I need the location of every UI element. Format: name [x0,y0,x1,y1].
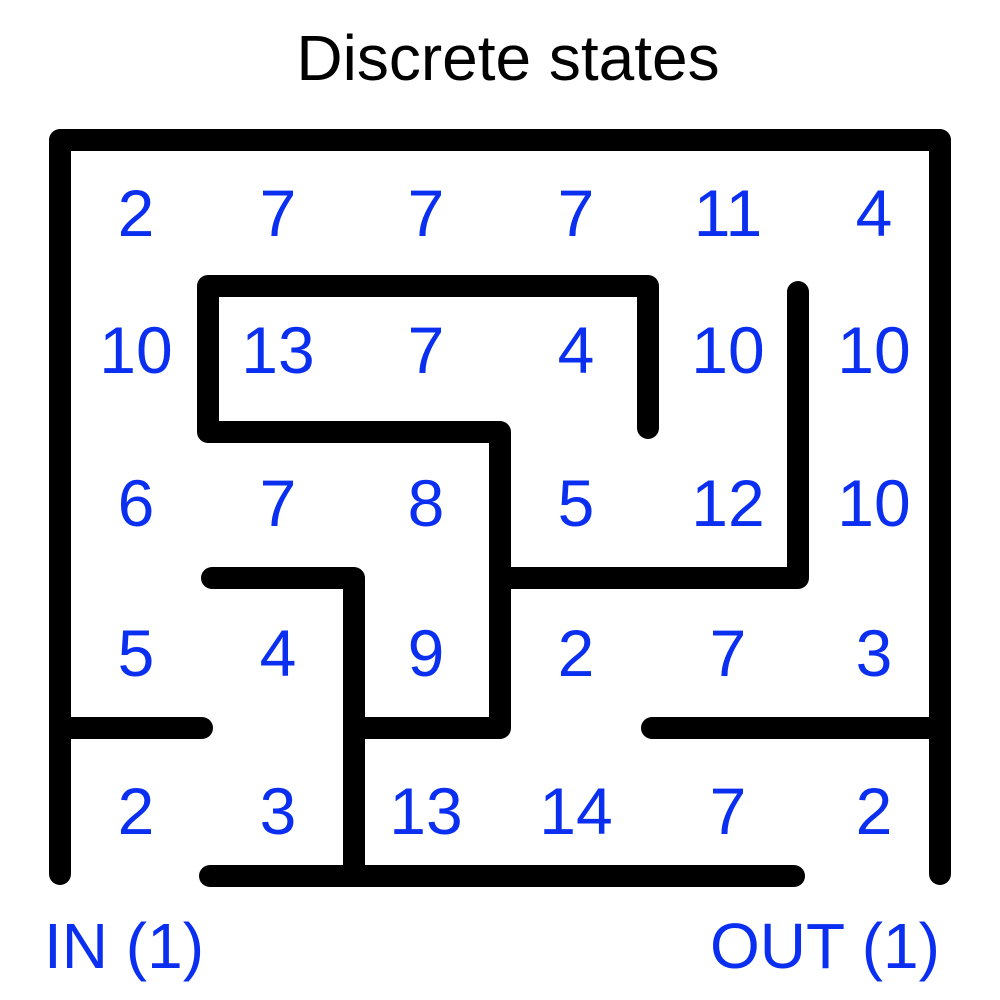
inner-wall-right-hook [495,281,809,589]
cell-label-r4-c3: 9 [408,616,445,690]
figure-title: Discrete states [296,22,719,94]
outer-wall-left-top-right [49,129,951,885]
cell-label-r3-c2: 7 [260,466,297,540]
maze-walls [49,129,951,887]
cell-label-r2-c5: 10 [691,313,764,387]
cell-label-r2-c1: 10 [99,313,172,387]
cell-label-r4-c5: 7 [710,616,747,690]
cell-label-r1-c3: 7 [408,176,445,250]
cell-label-r1-c5: 11 [694,176,763,250]
cell-label-r1-c4: 7 [558,176,595,250]
cell-label-r2-c4: 4 [558,313,595,387]
cell-label-r5-c1: 2 [118,774,155,848]
cell-label-r5-c6: 2 [856,774,893,848]
cell-label-r2-c2: 13 [241,313,314,387]
cell-label-r2-c6: 10 [837,313,910,387]
state-value-labels: 2 7 7 7 11 4 10 13 7 4 10 10 6 7 8 5 12 10 5 4 9 2 7 3 2 3 13 14 7 2 [99,176,910,848]
cell-label-r3-c1: 6 [118,466,155,540]
cell-label-r5-c3: 13 [389,774,462,848]
cell-label-r3-c3: 8 [408,466,445,540]
inner-wall-upper-loop [197,275,659,739]
cell-label-r4-c6: 3 [856,616,893,690]
cell-label-r5-c2: 3 [260,774,297,848]
cell-label-r4-c1: 5 [118,616,155,690]
cell-label-r1-c6: 4 [856,176,893,250]
cell-label-r5-c4: 14 [539,774,612,848]
cell-label-r3-c5: 12 [691,466,764,540]
entry-label: IN (1) [44,910,204,982]
cell-label-r2-c3: 7 [408,313,445,387]
exit-label: OUT (1) [710,910,940,982]
cell-label-r1-c1: 2 [118,176,155,250]
cell-label-r1-c2: 7 [260,176,297,250]
cell-label-r4-c4: 2 [558,616,595,690]
cell-label-r5-c5: 7 [710,774,747,848]
inner-wall-middle-hook [201,567,365,887]
cell-label-r4-c2: 4 [260,616,297,690]
cell-label-r3-c4: 5 [558,466,595,540]
cell-label-r3-c6: 10 [837,466,910,540]
